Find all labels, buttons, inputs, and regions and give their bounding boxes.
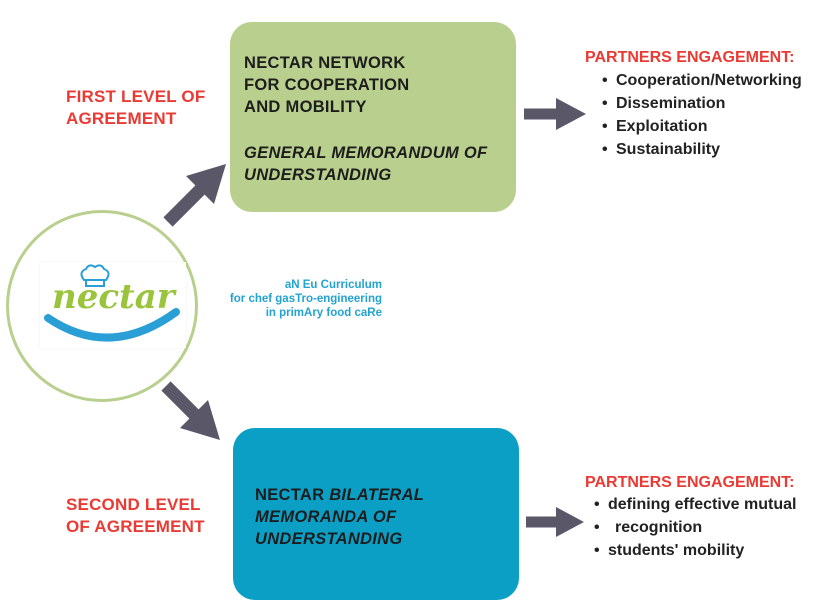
bilateral-box-line-2: MEMORANDA OF xyxy=(255,508,397,526)
first-level-label-line-1: FIRST LEVEL OF xyxy=(66,87,206,106)
engagement-top-list: Cooperation/Networking Dissemination Exp… xyxy=(594,69,802,161)
network-box-line-1: NECTAR NETWORK xyxy=(244,54,406,72)
bilateral-box: NECTAR BILATERAL MEMORANDA OF UNDERSTAND… xyxy=(233,428,519,600)
logo-wordmark: nectar xyxy=(52,277,177,317)
network-box-line-3: AND MOBILITY xyxy=(244,98,367,116)
bilateral-box-italic-word: BILATERAL xyxy=(329,486,425,504)
list-item: Cooperation/Networking xyxy=(594,69,802,92)
bilateral-box-line-3: UNDERSTANDING xyxy=(255,530,403,548)
list-item-continuation: recognition xyxy=(586,516,796,539)
network-box: NECTAR NETWORK FOR COOPERATION AND MOBIL… xyxy=(230,22,516,212)
first-level-label: FIRST LEVEL OF AGREEMENT xyxy=(66,86,205,130)
network-box-line-2: FOR COOPERATION xyxy=(244,76,410,94)
list-item: Exploitation xyxy=(594,115,802,138)
list-item: students' mobility xyxy=(586,539,796,562)
nectar-logo: nectar xyxy=(40,262,186,348)
bilateral-box-prefix: NECTAR xyxy=(255,486,330,504)
second-level-label: SECOND LEVEL OF AGREEMENT xyxy=(66,494,205,538)
arrow-to-network-box xyxy=(163,164,226,227)
engagement-top-title: PARTNERS ENGAGEMENT: xyxy=(585,49,795,66)
tagline-line-2: for chef gasTro-engineering xyxy=(229,293,382,305)
first-level-label-line-2: AGREEMENT xyxy=(66,109,177,128)
engagement-bottom-list: defining effective mutual recognition st… xyxy=(586,493,796,562)
bilateral-box-line-1: NECTAR BILATERAL xyxy=(255,484,503,506)
arrow-to-bilateral-box xyxy=(161,381,220,440)
list-item: defining effective mutual xyxy=(586,493,796,516)
arrow-to-engagement-top xyxy=(524,98,586,130)
tagline-line-1: aN Eu Curriculum xyxy=(284,279,382,291)
chef-hat-icon xyxy=(80,264,110,287)
list-item: Dissemination xyxy=(594,92,802,115)
nectar-logo-graphic: nectar xyxy=(44,264,180,342)
curriculum-tagline: aN Eu Curriculum for chef gasTro-enginee… xyxy=(196,278,382,320)
second-level-label-line-1: SECOND LEVEL xyxy=(66,495,201,514)
logo-smile-icon xyxy=(44,308,180,342)
list-item: Sustainability xyxy=(594,138,802,161)
network-box-memo-line-2: UNDERSTANDING xyxy=(244,166,392,184)
second-level-label-line-2: OF AGREEMENT xyxy=(66,517,205,536)
arrow-to-engagement-bottom xyxy=(526,507,584,537)
network-box-memo-line-1: GENERAL MEMORANDUM OF xyxy=(244,144,488,162)
tagline-line-3: in primAry food caRe xyxy=(265,307,382,319)
engagement-bottom-title: PARTNERS ENGAGEMENT: xyxy=(585,474,795,491)
